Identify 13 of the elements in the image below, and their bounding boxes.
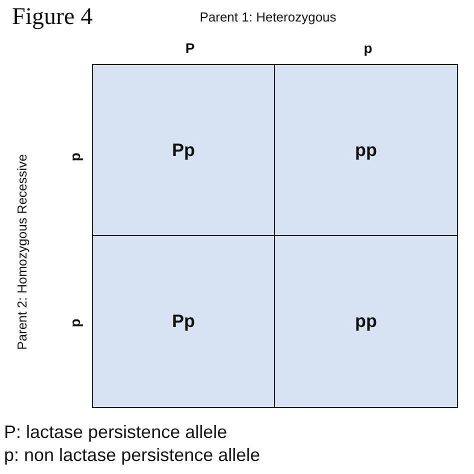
- allele-label: p: [67, 318, 83, 328]
- punnett-cell: pp: [274, 64, 458, 236]
- parent-label: Parent 2: Homozygous Recessive: [14, 154, 30, 350]
- figure-title: Figure 4: [12, 4, 93, 31]
- allele-label: p: [67, 152, 83, 162]
- punnett-cell: Pp: [92, 235, 275, 408]
- allele-label: p: [364, 40, 372, 56]
- legend-note: p: non lactase persistence allele: [4, 445, 260, 466]
- punnett-cell: pp: [274, 235, 458, 408]
- legend-note: P: lactase persistence allele: [4, 422, 228, 443]
- punnett-cell: Pp: [92, 64, 275, 236]
- allele-label: P: [185, 40, 195, 56]
- parent-label: Parent 1: Heterozygous: [200, 10, 336, 24]
